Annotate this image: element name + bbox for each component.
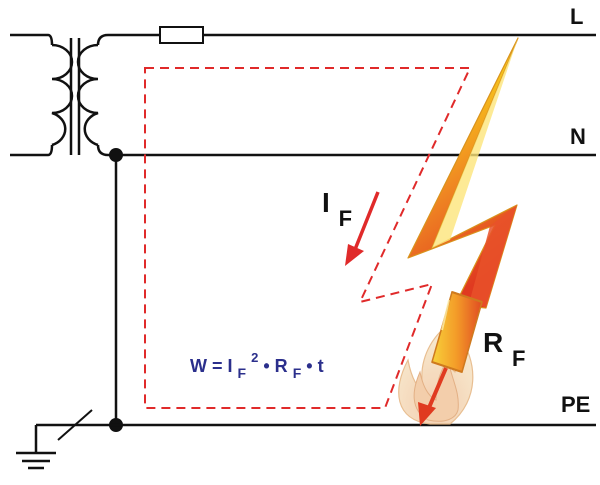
- fault-resistance-label: R F: [483, 327, 525, 371]
- secondary-coil: [76, 43, 99, 147]
- fault-current-label: I F: [322, 187, 352, 231]
- label-neutral: N: [570, 124, 586, 149]
- fault-arrow-to-pe-icon: [418, 367, 448, 426]
- secondary-wire-top: [96, 33, 109, 46]
- formula-r-part: • R: [263, 356, 287, 376]
- fault-resistance-element: [431, 291, 483, 373]
- earth-impedance-slash: [57, 409, 93, 441]
- lightning-bolt-icon: [407, 37, 519, 309]
- junction-dot-neutral: [109, 148, 123, 162]
- fault-resistance-subscript: F: [512, 346, 525, 371]
- formula-r-subscript: F: [293, 365, 302, 381]
- formula-lhs: W = I: [190, 356, 233, 376]
- formula-exponent: 2: [251, 350, 258, 365]
- fault-current-arrow-icon: [345, 191, 380, 266]
- fault-resistance-symbol: R: [483, 327, 503, 358]
- label-protective-earth: PE: [561, 392, 590, 417]
- fault-current-subscript: F: [339, 206, 352, 231]
- earth-ground-icon: [16, 409, 93, 470]
- primary-wire-bottom: [10, 144, 54, 157]
- transformer: [10, 33, 109, 157]
- formula-i-subscript: F: [238, 365, 247, 381]
- primary-wire-top: [10, 33, 54, 46]
- formula-tail: • t: [306, 356, 323, 376]
- primary-coil: [51, 43, 74, 147]
- fault-current-symbol: I: [322, 187, 330, 218]
- label-line: L: [570, 4, 583, 29]
- energy-formula: W = I F 2 • R F • t: [190, 346, 324, 382]
- secondary-wire-bottom: [96, 144, 109, 157]
- fuse: [159, 26, 204, 44]
